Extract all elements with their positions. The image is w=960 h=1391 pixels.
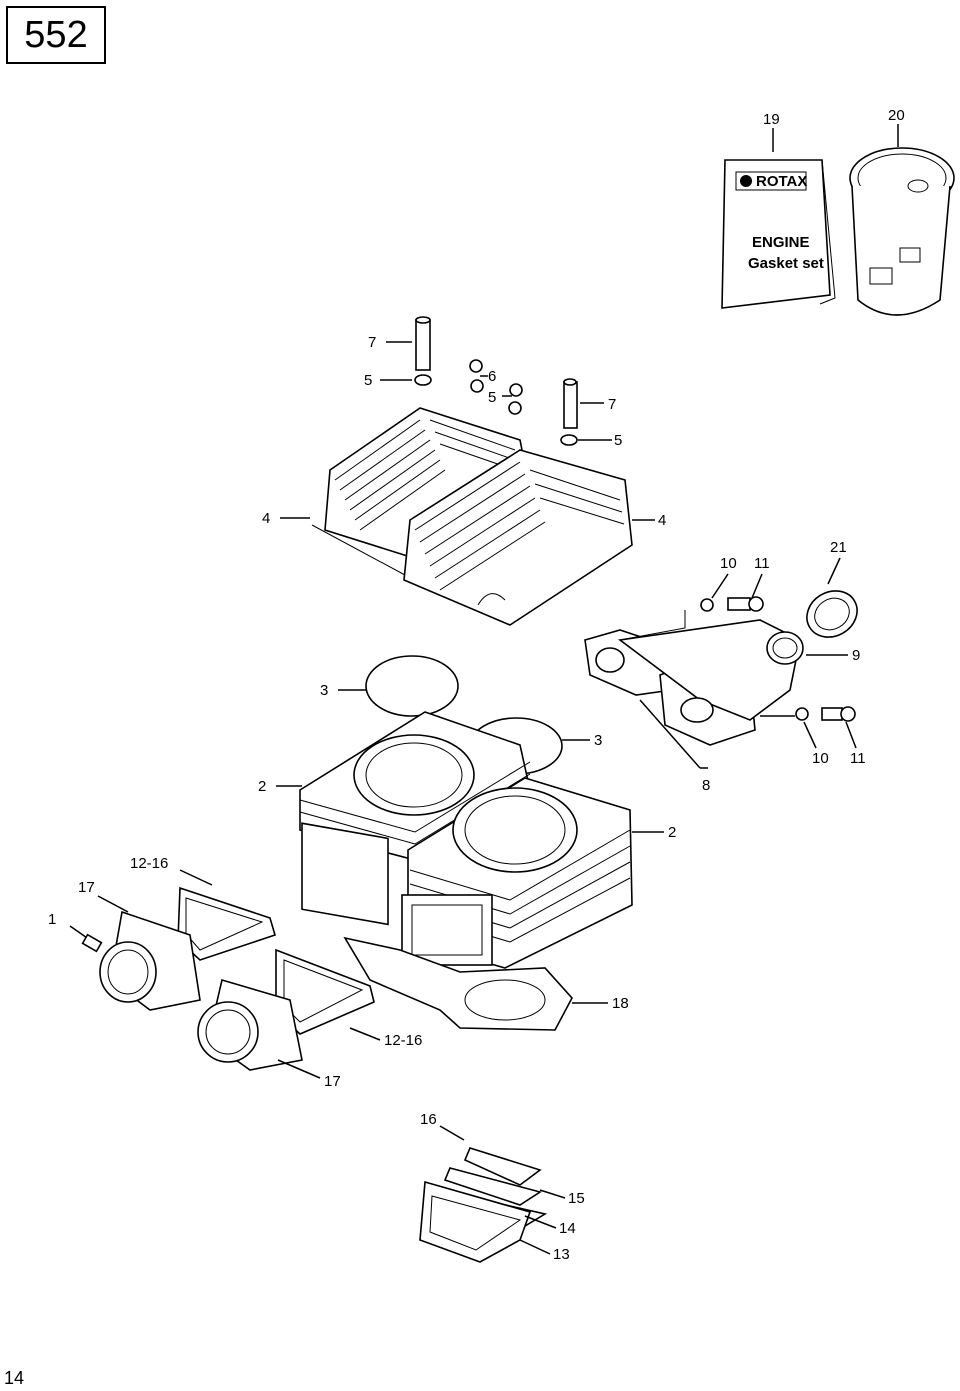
callout-17-lower: 17 — [324, 1073, 341, 1090]
exhaust-manifold — [584, 619, 804, 746]
callout-16: 16 — [420, 1111, 437, 1128]
callout-12-16-lower: 12-16 — [384, 1032, 422, 1049]
callout-19: 19 — [763, 111, 780, 128]
reed-valve-upper — [177, 886, 276, 961]
callout-10-top: 10 — [720, 555, 737, 572]
callout-1: 18 — [612, 995, 629, 1012]
callout-7-right: 7 — [608, 396, 616, 413]
callout-15: 15 — [568, 1190, 585, 1207]
callout-3-left: 3 — [320, 682, 328, 699]
nut-11-lower — [821, 706, 856, 722]
callout-5-left: 5 — [364, 372, 372, 389]
kit-line2-label: Gasket set — [748, 255, 824, 272]
cylinder-sleeve — [849, 147, 955, 316]
callout-12-16-top: 12-16 — [130, 855, 168, 872]
callout-6: 6 — [488, 368, 496, 385]
base-gasket — [343, 936, 573, 1031]
intake-socket-upper — [99, 910, 201, 1011]
callout-20: 20 — [888, 107, 905, 124]
stud-right — [560, 378, 578, 446]
model-number: 552 — [24, 13, 88, 56]
callout-2-right: 2 — [668, 824, 676, 841]
model-number-box: 552 — [6, 6, 106, 64]
callout-11-top: 11 — [754, 555, 770, 572]
callout-11-lower: 11 — [850, 750, 866, 767]
washer-10-lower — [795, 707, 809, 721]
callout-18: 1 — [48, 911, 56, 928]
callout-21: 21 — [830, 539, 847, 556]
callout-9: 9 — [852, 647, 860, 664]
stud-left — [414, 316, 432, 386]
intake-socket-lower — [197, 978, 303, 1071]
kit-line1-label: ENGINE — [752, 234, 810, 251]
washer-10-top — [700, 598, 714, 612]
clamp-ring-21 — [806, 590, 858, 638]
callout-8: 8 — [702, 777, 710, 794]
reed-block-13 — [419, 1180, 532, 1263]
gasket-set-kit: ROTAX ENGINE Gasket set — [721, 159, 836, 309]
kit-brand-label: ROTAX — [756, 173, 807, 190]
callout-14: 14 — [559, 1220, 576, 1237]
nuts-and-washers — [469, 359, 523, 415]
callout-7-left: 7 — [368, 334, 376, 351]
screw-18 — [81, 933, 103, 953]
callout-3-right: 3 — [594, 732, 602, 749]
callout-10-lower: 10 — [812, 750, 829, 767]
head-gasket-left — [365, 655, 459, 717]
callout-4-right: 4 — [658, 512, 666, 529]
intake-port-right — [401, 894, 493, 966]
callout-5-mid: 5 — [488, 389, 496, 406]
cylinder-head-left — [311, 407, 529, 576]
intake-port-left — [301, 822, 389, 926]
callout-2-left: 2 — [258, 778, 266, 795]
page-number: 14 — [4, 1368, 25, 1388]
nut-11-top — [727, 596, 764, 612]
reed-petal-15 — [443, 1167, 542, 1206]
callout-13: 13 — [553, 1246, 570, 1263]
callout-5-right: 5 — [614, 432, 622, 449]
cylinder-head-right — [403, 449, 633, 626]
callout-4-left: 4 — [262, 510, 270, 527]
reed-stop-16 — [463, 1147, 542, 1186]
callout-17-top: 17 — [78, 879, 95, 896]
